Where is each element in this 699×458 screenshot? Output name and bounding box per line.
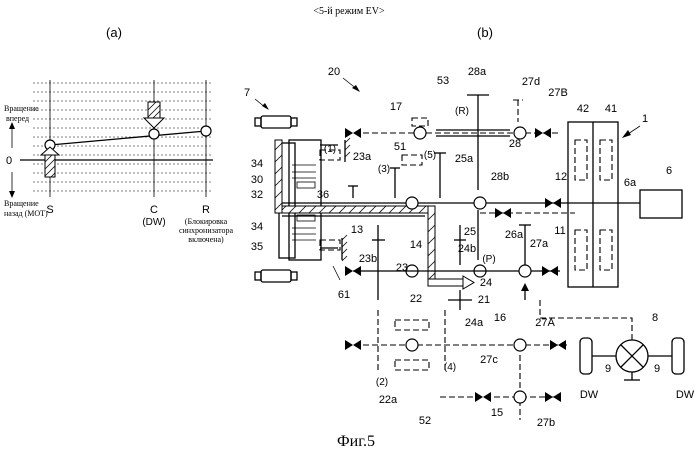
speed-line: [50, 131, 206, 145]
ref-34-top: 34: [251, 158, 263, 170]
ref-23b: 23b: [359, 253, 377, 265]
marker-1: (1): [324, 144, 336, 155]
y-label-up-line1: Вращение: [4, 104, 39, 113]
ref-34-bottom: 34: [251, 221, 263, 233]
power-flow-path: [275, 140, 474, 289]
ref-24b: 24b: [458, 243, 476, 255]
marker-2: (2): [376, 377, 388, 388]
ref-32: 32: [251, 189, 263, 201]
figure-caption: Фиг.5: [337, 433, 375, 450]
ref-28: 28: [509, 138, 521, 150]
ref-20: 20: [328, 66, 340, 78]
ref-6: 6: [666, 165, 672, 177]
ref-21: 21: [478, 294, 490, 306]
axis-sub-c: (DW): [142, 217, 165, 228]
ref-25: 25: [464, 226, 476, 238]
ref-53: 53: [437, 75, 449, 87]
ref-24: 24: [480, 277, 492, 289]
ref-22a: 22a: [379, 394, 398, 406]
engine-box: [640, 190, 682, 218]
ref-28a: 28a: [468, 66, 487, 78]
ref-6a: 6a: [624, 177, 637, 189]
ref-41: 41: [605, 103, 617, 115]
brake-61: [320, 235, 347, 280]
ref-27b: 27b: [537, 417, 555, 429]
ref-DW-right: DW: [676, 389, 695, 401]
ref-51: 51: [394, 141, 406, 153]
gear-set-main: [345, 153, 560, 300]
y-label-zero: 0: [6, 155, 12, 167]
ref-13: 13: [351, 224, 363, 236]
ref-23a: 23a: [353, 151, 372, 163]
marker-R: (R): [455, 106, 469, 117]
y-label-down-line2: назад (МОТ): [4, 209, 48, 218]
node-r: [201, 126, 211, 136]
marker-4: (4): [444, 362, 456, 373]
axis-label-r: R: [202, 204, 210, 216]
y-label-down-line1: Вращение: [4, 199, 39, 208]
ref-28b: 28b: [491, 171, 509, 183]
y-label-up-line2: вперед: [6, 114, 29, 123]
ref-27d: 27d: [522, 76, 540, 88]
ref-22: 22: [410, 293, 422, 305]
ref-27B: 27B: [548, 87, 568, 99]
panel-b-transmission: (b): [244, 25, 695, 429]
marker-3: (3): [378, 164, 390, 175]
axis-label-c: C: [150, 204, 158, 216]
axis-sub-r-line3: включена): [188, 235, 224, 244]
ref-26a: 26a: [505, 229, 524, 241]
ref-61: 61: [338, 289, 350, 301]
ref-42: 42: [577, 103, 589, 115]
ref-8: 8: [652, 312, 658, 324]
ref-35: 35: [251, 241, 263, 253]
ref-23: 23: [396, 262, 408, 274]
ref-30: 30: [251, 174, 263, 186]
ref-9-right: 9: [654, 363, 660, 375]
panel-a-label: (a): [106, 25, 122, 40]
marker-5: (5): [424, 150, 436, 161]
ref-52: 52: [419, 415, 431, 427]
marker-P: (P): [482, 254, 495, 265]
ref-9-left: 9: [605, 363, 611, 375]
ref-27A: 27A: [535, 317, 555, 329]
ref-11: 11: [554, 225, 565, 237]
torque-arrow-up-s: [41, 147, 59, 177]
torque-arrow-down-c: [144, 102, 164, 128]
axis-sub-r-line1: (Блокировка: [185, 217, 228, 226]
ref-15: 15: [491, 407, 503, 419]
figure-header: <5-й режим EV>: [313, 6, 385, 17]
ref-17: 17: [390, 101, 402, 113]
ref-16: 16: [494, 312, 506, 324]
panel-a-collinear-diagram: (a) S C (DW) R (Блокировка синхрониза: [4, 25, 234, 244]
ref-27c: 27c: [480, 354, 498, 366]
ref-25a: 25a: [455, 153, 474, 165]
ref-14: 14: [410, 239, 422, 251]
clutch-block-41-42: [568, 122, 618, 287]
reference-lines: [33, 83, 213, 191]
ref-27a: 27a: [530, 238, 549, 250]
reference-numerals: 20 7 53 28a 27d 27B 17 42 41 1 51 25a 28…: [244, 66, 695, 429]
ref-36: 36: [317, 189, 329, 201]
ref-DW-left: DW: [580, 389, 599, 401]
panel-b-label: (b): [477, 25, 493, 40]
ref-7: 7: [244, 87, 250, 99]
ref-1: 1: [642, 113, 648, 125]
axis-sub-r-line2: синхронизатора: [179, 226, 234, 235]
ref-12: 12: [555, 171, 567, 183]
node-c: [149, 129, 159, 139]
ref-24a: 24a: [465, 317, 484, 329]
